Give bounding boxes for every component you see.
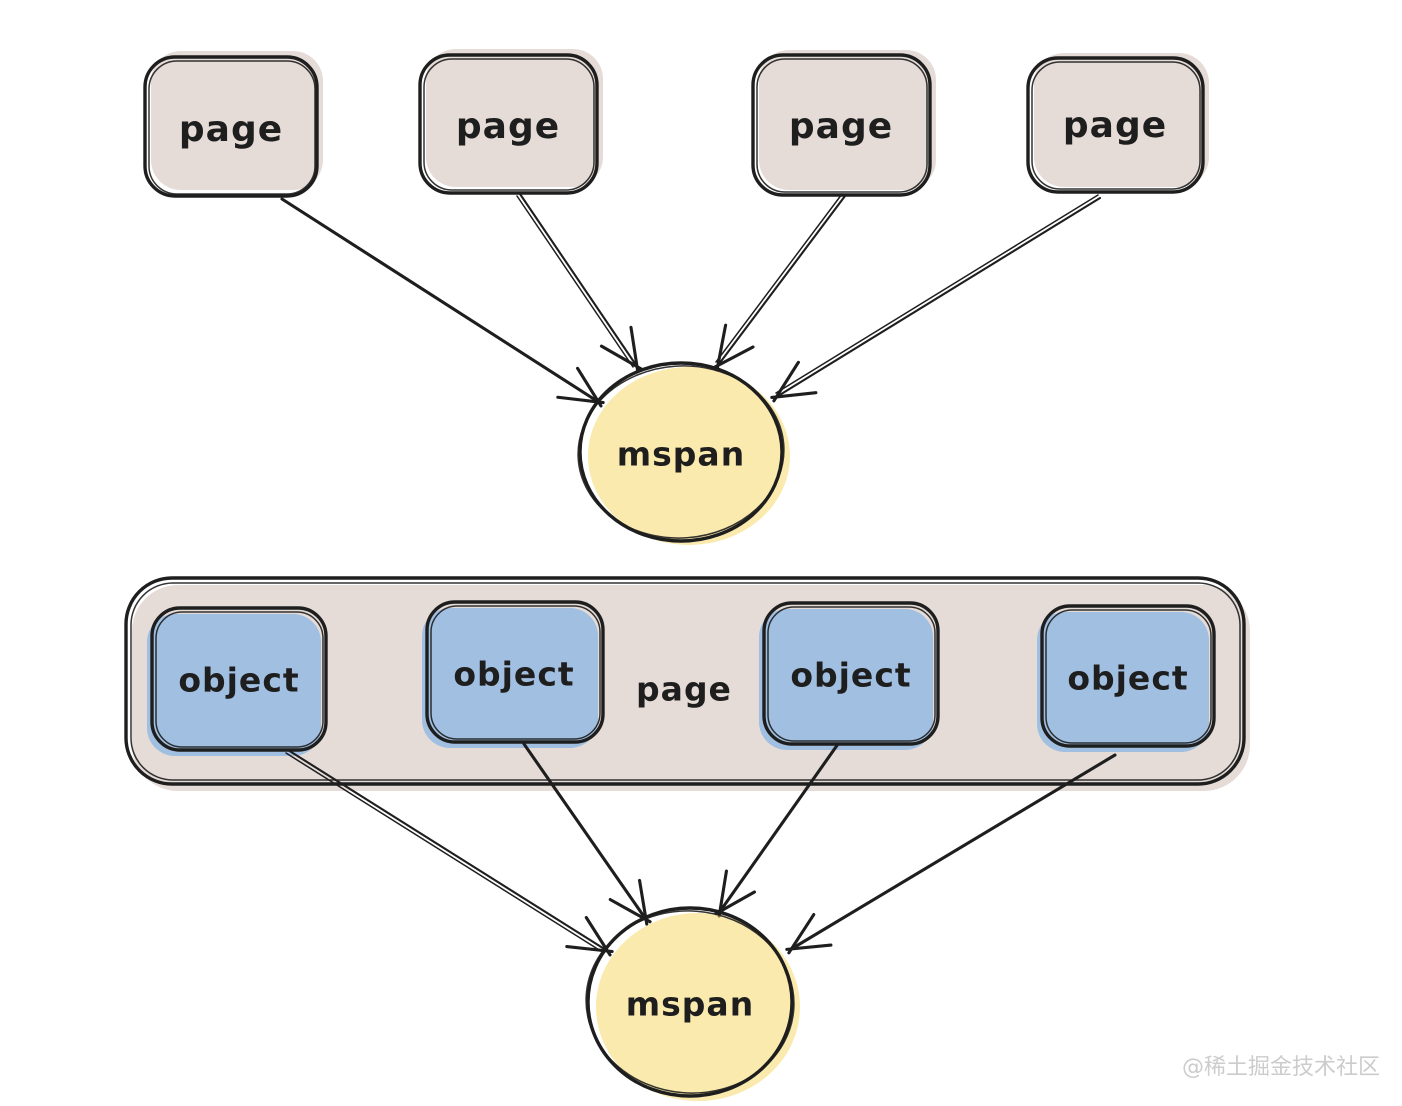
- page-node-3-fringe: [759, 50, 936, 190]
- page-container-resketch: [130, 582, 1241, 781]
- object-node-3-fringe: [759, 609, 933, 750]
- arrow-object1-to-mspan-ghost: [285, 752, 605, 954]
- object-node-4-fringe: [1037, 612, 1209, 752]
- mspan-bottom-circle: [586, 906, 794, 1098]
- page-node-2-box: [418, 53, 599, 195]
- arrow-page4-to-mspan: [770, 196, 1102, 403]
- object-node-3-label: object: [790, 656, 911, 695]
- object-node-3-box: [762, 601, 940, 746]
- object-node-1-box: [150, 606, 328, 752]
- page-container-label: page: [636, 670, 732, 709]
- page-container-box: [124, 576, 1246, 786]
- page-node-1-box: [143, 55, 319, 198]
- page-node-1-resketch: [148, 60, 316, 195]
- page-node-2-label: page: [456, 106, 560, 147]
- object-node-1-label: object: [178, 661, 299, 700]
- page-node-4-resketch: [1031, 61, 1201, 190]
- arrow-object2-to-mspan: [522, 742, 652, 926]
- page-node-4: page: [1026, 53, 1209, 194]
- mspan-top-circle: [578, 361, 784, 543]
- object-node-2-fringe: [422, 608, 598, 748]
- mspan-top-fringe: [588, 367, 790, 545]
- mspan-node-bottom: mspan: [585, 906, 800, 1101]
- page-node-3: page: [751, 50, 936, 197]
- mspan-top-resketch: [577, 365, 785, 539]
- arrow-page3-to-mspan-ghost: [715, 193, 843, 363]
- page-node-4-box: [1026, 56, 1205, 194]
- arrow-page1-to-mspan: [280, 197, 605, 408]
- object-node-2-resketch: [430, 605, 601, 740]
- page-node-1-label: page: [179, 109, 283, 150]
- page-container-fringe: [132, 585, 1250, 791]
- object-node-1-resketch: [155, 611, 324, 748]
- arrows-pages-to-mspan: [280, 192, 1102, 408]
- object-node-2-box: [425, 600, 605, 744]
- object-node-1: object: [147, 606, 328, 756]
- arrow-page2-to-mspan: [518, 192, 643, 373]
- arrow-object3-to-mspan: [714, 742, 840, 918]
- object-node-1-fringe: [147, 614, 321, 756]
- object-node-3-resketch: [767, 606, 936, 742]
- object-node-2: object: [422, 600, 605, 748]
- page-node-4-label: page: [1063, 105, 1167, 146]
- object-node-3: object: [759, 601, 940, 750]
- object-node-2-label: object: [453, 655, 574, 694]
- page-node-3-resketch: [756, 58, 928, 193]
- object-node-4-resketch: [1045, 609, 1212, 744]
- mspan-bottom-label: mspan: [626, 985, 754, 1024]
- arrow-object4-to-mspan: [785, 753, 1117, 955]
- arrows-objects-to-mspan: [285, 742, 1117, 957]
- page-node-2-fringe: [426, 49, 603, 187]
- page-node-1: page: [143, 51, 323, 198]
- watermark: @稀土掘金技术社区: [1182, 1055, 1380, 1080]
- mspan-node-top: mspan: [577, 361, 790, 545]
- object-node-4-box: [1040, 604, 1216, 748]
- arrow-page4-to-mspan-ghost: [775, 194, 1099, 394]
- page-node-2: page: [418, 49, 603, 195]
- page-node-2-resketch: [423, 58, 595, 191]
- arrow-object1-to-mspan: [286, 748, 614, 957]
- mspan-top-label: mspan: [617, 435, 745, 474]
- object-node-4-label: object: [1067, 659, 1188, 698]
- mspan-bottom-fringe: [596, 913, 800, 1101]
- arrow-page3-to-mspan: [712, 194, 847, 372]
- page-node-1-fringe: [151, 51, 323, 190]
- page-node-4-fringe: [1034, 53, 1209, 187]
- page-node-3-label: page: [789, 106, 893, 147]
- arrow-page2-to-mspan-ghost: [516, 195, 634, 368]
- page-container: page: [124, 576, 1250, 791]
- mspan-bottom-resketch: [585, 910, 795, 1094]
- object-node-4: object: [1037, 604, 1216, 752]
